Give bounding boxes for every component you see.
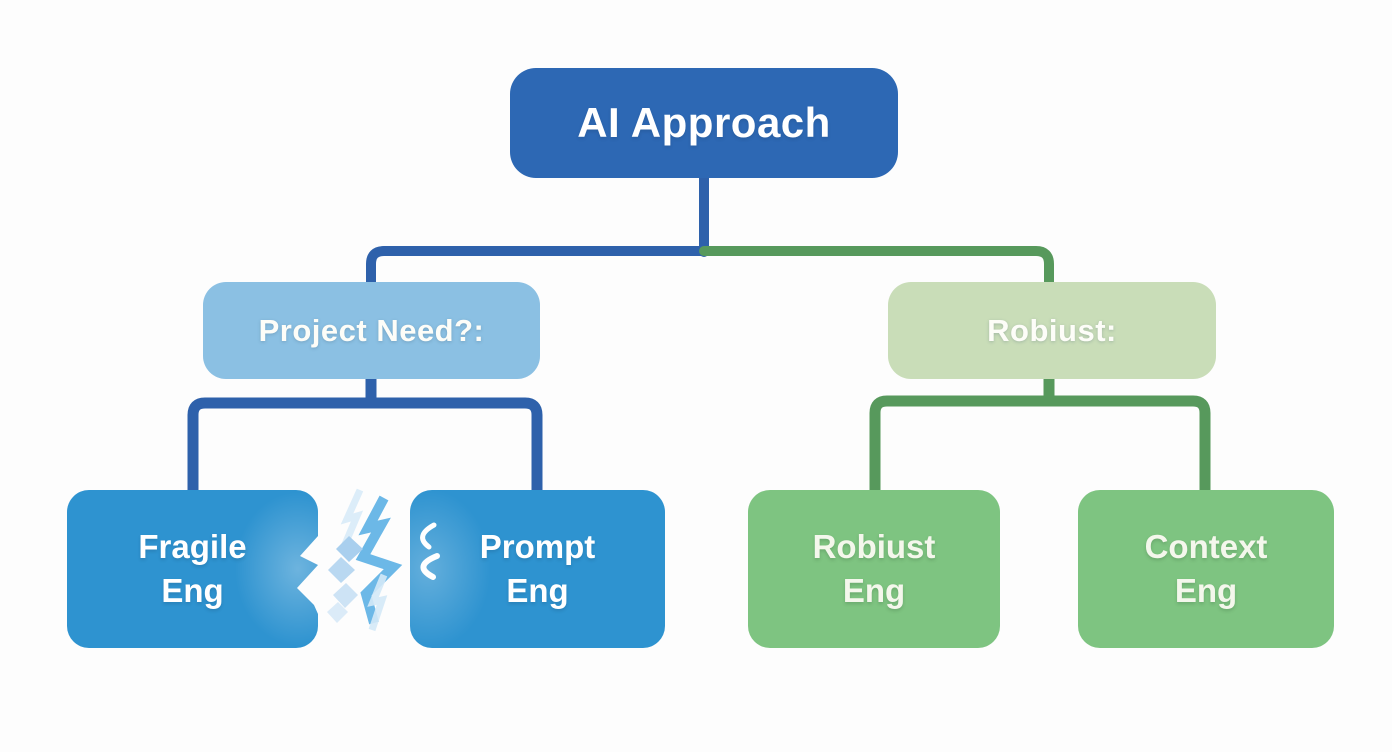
node-label: Fragile Eng <box>138 528 247 609</box>
node-robiust-branch: Robiust: <box>888 282 1216 379</box>
lightning-bolts <box>327 488 403 632</box>
connector-project-to-children <box>187 368 543 500</box>
node-prompt-eng: Prompt Eng <box>410 490 665 648</box>
node-label: Project Need?: <box>258 312 485 348</box>
connector-root-to-project <box>366 171 711 297</box>
node-ai-approach: AI Approach <box>510 68 898 178</box>
node-fragile-eng: Fragile Eng <box>67 490 318 648</box>
node-robiust-eng: Robiust Eng <box>748 490 1000 648</box>
node-label: Robiust: <box>987 312 1117 348</box>
connector-robiust-to-children <box>869 368 1211 500</box>
node-label: Context Eng <box>1144 528 1268 609</box>
node-label: Robiust Eng <box>812 528 936 609</box>
node-label: Prompt Eng <box>479 528 596 609</box>
node-context-eng: Context Eng <box>1078 490 1334 648</box>
node-label: AI Approach <box>577 99 831 146</box>
node-project-needs: Project Need?: <box>203 282 540 379</box>
